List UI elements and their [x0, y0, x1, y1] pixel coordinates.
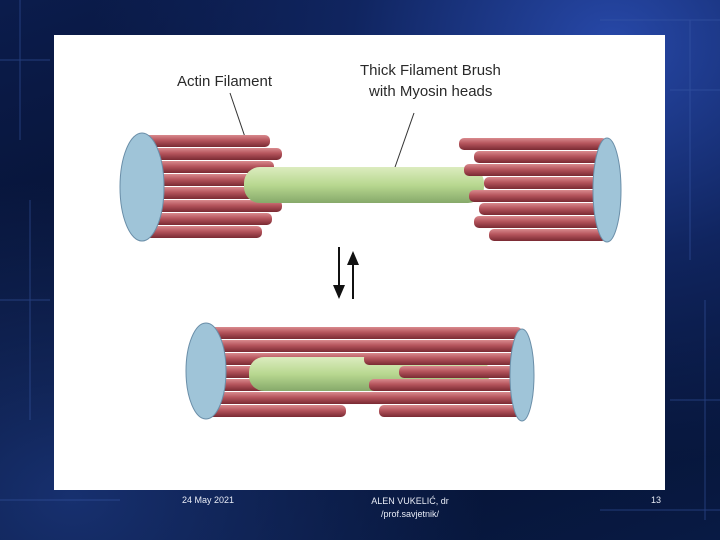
label-thick-filament-line2: with Myosin heads — [368, 83, 492, 100]
bidirectional-arrow-icon — [333, 247, 359, 299]
footer-date: 24 May 2021 — [182, 495, 234, 505]
label-actin-filament: Actin Filament — [177, 73, 273, 90]
actin-pointer-line — [230, 93, 246, 140]
bottom-left-z-disc — [186, 323, 226, 419]
bottom-right-z-disc — [510, 329, 534, 421]
footer-author: ALEN VUKELIĆ, dr /prof.savjetnik/ — [360, 495, 460, 521]
diagram-svg: Actin Filament Thick Filament Brush with… — [54, 35, 665, 490]
top-sarcomere — [120, 133, 621, 242]
top-left-z-disc — [120, 133, 164, 241]
footer-page-number: 13 — [651, 495, 661, 505]
footer-author-line1: ALEN VUKELIĆ, dr — [360, 495, 460, 508]
top-myosin-filament — [244, 167, 484, 203]
top-right-z-disc — [593, 138, 621, 242]
bottom-sarcomere — [186, 323, 534, 421]
footer-author-line2: /prof.savjetnik/ — [360, 508, 460, 521]
label-thick-filament-line1: Thick Filament Brush — [360, 62, 501, 79]
thick-pointer-line — [394, 113, 414, 170]
muscle-filament-diagram: Actin Filament Thick Filament Brush with… — [54, 35, 665, 490]
